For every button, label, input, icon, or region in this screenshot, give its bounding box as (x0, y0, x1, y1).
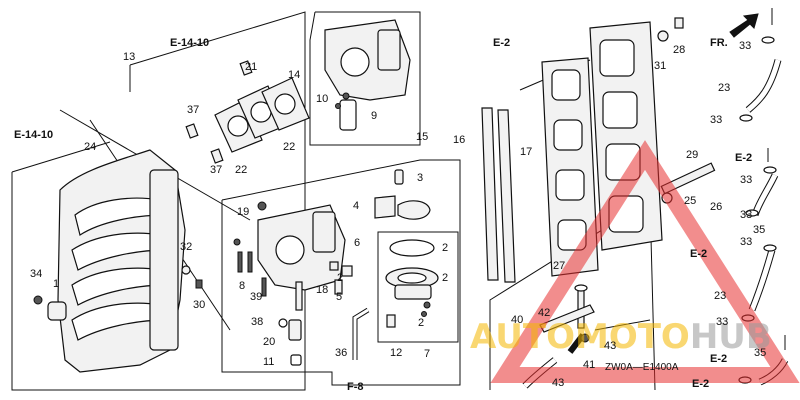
callout-25: 25 (684, 195, 696, 207)
callout-16: 16 (453, 134, 465, 146)
watermark-triangle (490, 140, 800, 383)
callout-26: 26 (710, 201, 722, 213)
watermark-logo: AUTOMOTOHUB (470, 317, 772, 357)
callout-3: 3 (417, 172, 423, 184)
callout-35-top: 35 (753, 224, 765, 236)
callout-19: 19 (237, 206, 249, 218)
callout-37-top: 37 (187, 104, 199, 116)
callout-8: 8 (239, 280, 245, 292)
intake-manifold (57, 149, 186, 373)
callout-13: 13 (123, 51, 135, 63)
callout-33-1: 33 (739, 40, 751, 52)
callout-15: 15 (416, 131, 428, 143)
manifold-gasket-plate (541, 57, 599, 277)
top-carburetor (324, 19, 411, 131)
callout-10: 10 (316, 93, 328, 105)
callout-36: 36 (335, 347, 347, 359)
ref-f-8: F-8 (347, 381, 364, 393)
callout-20: 20 (263, 336, 275, 348)
callout-2-gasket-top: 2 (442, 242, 448, 254)
callout-22-right: 22 (283, 141, 295, 153)
carb-gasket-group (385, 239, 439, 328)
callout-28: 28 (673, 44, 685, 56)
callout-18: 18 (316, 284, 328, 296)
callout-17: 17 (520, 146, 532, 158)
front-marker: FR. (710, 37, 728, 49)
callout-43-bottom: 43 (552, 377, 564, 389)
callout-33-5: 33 (740, 236, 752, 248)
front-direction-arrow: FR. (710, 13, 759, 49)
ref-e-14-10-top: E-14-10 (170, 37, 209, 49)
watermark-part1: AUTO (470, 317, 575, 357)
callout-31: 31 (654, 60, 666, 72)
callout-41: 41 (583, 359, 595, 371)
callout-5: 5 (336, 291, 342, 303)
watermark: AUTOMOTOHUB (470, 140, 800, 383)
callout-1: 1 (53, 278, 59, 290)
callout-39: 39 (250, 291, 262, 303)
watermark-part2: MOTO (575, 317, 690, 357)
choke-parts (374, 169, 431, 220)
callout-7: 7 (424, 348, 430, 360)
ref-e-2-right-3: E-2 (710, 353, 727, 365)
callout-32: 32 (180, 241, 192, 253)
callout-22-left: 22 (235, 164, 247, 176)
ref-e-2-top: E-2 (493, 37, 510, 49)
callout-29: 29 (686, 149, 698, 161)
callout-23-bottom: 23 (714, 290, 726, 302)
callout-4: 4 (353, 200, 359, 212)
middle-carburetor (233, 201, 353, 366)
callout-11: 11 (263, 356, 274, 368)
watermark-part3: HUB (690, 317, 772, 357)
hose-36 (352, 307, 370, 360)
callout-42: 42 (538, 307, 550, 319)
callout-37-bottom: 37 (210, 164, 222, 176)
ref-e-2-right-2: E-2 (690, 248, 707, 260)
callout-14: 14 (288, 69, 300, 81)
reed-valve-plate (589, 17, 716, 251)
reference-labels: E-14-10 E-14-10 E-2 E-2 E-2 E-2 E-2 F-8 … (14, 37, 752, 393)
callout-2-gasket-mid: 2 (442, 272, 448, 284)
callout-2-carb: 2 (337, 272, 343, 284)
callout-33-6: 33 (716, 316, 728, 328)
callout-40: 40 (511, 314, 523, 326)
callout-33-4: 33 (740, 209, 752, 221)
callout-33-2: 33 (710, 114, 722, 126)
callout-33-3: 33 (740, 174, 752, 186)
callout-24: 24 (84, 141, 96, 153)
callout-34: 34 (30, 268, 42, 280)
callout-35-bottom: 35 (754, 347, 766, 359)
left-small-parts (33, 123, 224, 321)
callout-9: 9 (371, 110, 377, 122)
callout-43-right: 43 (604, 340, 616, 352)
callout-38: 38 (251, 316, 263, 328)
ref-e-2-right-4: E-2 (692, 378, 709, 390)
top-gaskets (214, 60, 310, 153)
callout-21: 21 (245, 61, 257, 73)
ref-e-14-10-left: E-14-10 (14, 129, 53, 141)
diagram-code: ZW0A—E1400A (605, 362, 679, 373)
callout-12: 12 (390, 347, 402, 359)
callout-30: 30 (193, 299, 205, 311)
callout-27: 27 (553, 260, 565, 272)
callout-numbers: 13 24 14 21 37 37 22 22 10 9 15 16 17 3 … (30, 40, 766, 389)
reed-gasket-strips (481, 107, 516, 283)
callout-6: 6 (354, 237, 360, 249)
callout-23-top: 23 (718, 82, 730, 94)
ref-e-2-right-1: E-2 (735, 152, 752, 164)
callout-2-bolt: 2 (418, 317, 424, 329)
